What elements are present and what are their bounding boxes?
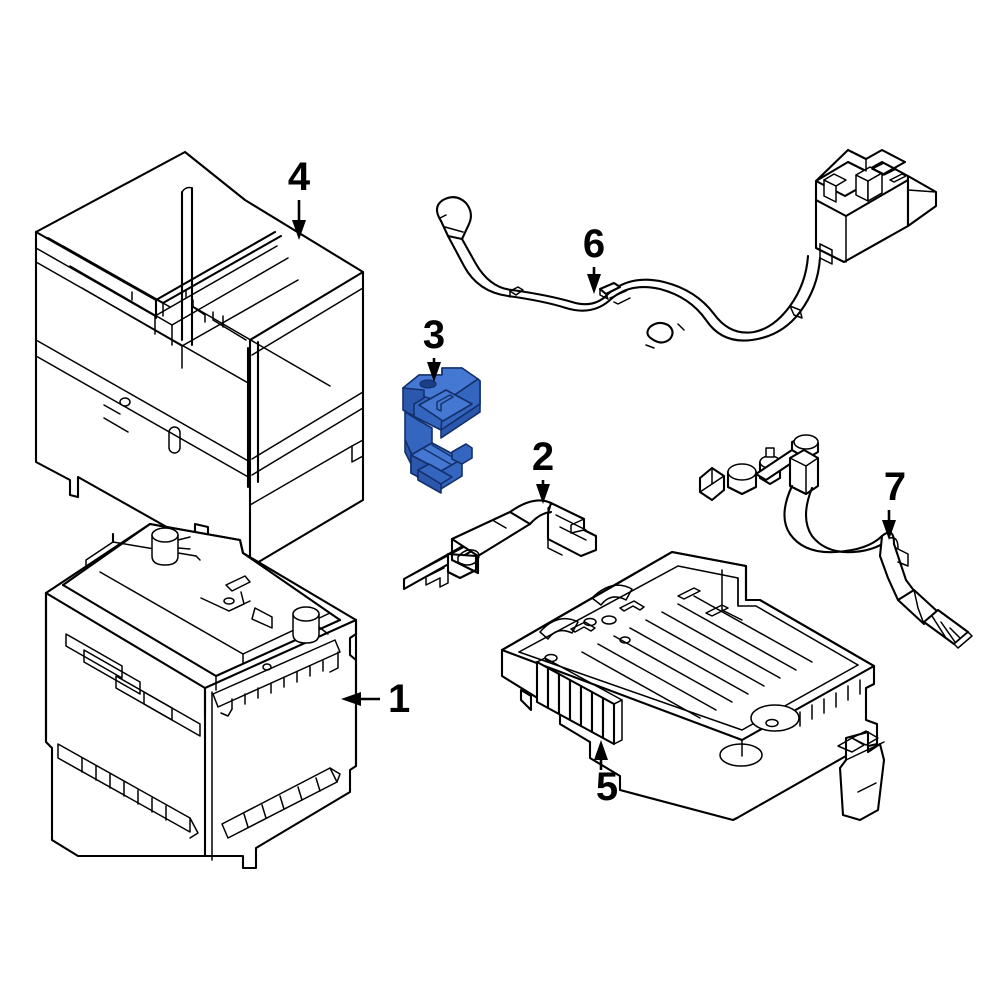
callout-3-number: 3: [423, 313, 445, 357]
callout-2[interactable]: 2: [532, 435, 554, 504]
callout-1[interactable]: 1: [341, 677, 410, 721]
callout-7[interactable]: 7: [882, 465, 906, 540]
callout-7-number: 7: [884, 465, 906, 509]
callout-7-arrowhead: [882, 520, 896, 540]
callout-4-number: 4: [288, 155, 311, 199]
part-5-battery-tray[interactable]: [500, 550, 886, 822]
callout-2-arrowhead: [536, 484, 550, 504]
part-7-negative-battery-cable[interactable]: [698, 434, 973, 649]
callout-6-number: 6: [583, 222, 605, 266]
callout-5[interactable]: 5: [594, 740, 618, 809]
callout-3[interactable]: 3: [423, 313, 445, 382]
part-4-battery-cover-insulator[interactable]: [34, 150, 365, 572]
callout-1-arrowhead: [341, 692, 361, 706]
callout-4[interactable]: 4: [288, 155, 311, 240]
callout-3-arrowhead: [427, 362, 441, 382]
part-3-battery-mounting-bracket[interactable]: [402, 367, 481, 494]
callout-6-arrowhead: [587, 274, 601, 294]
part-2-battery-hold-down-clamp[interactable]: [402, 499, 598, 591]
callout-6[interactable]: 6: [583, 222, 605, 294]
callout-2-number: 2: [532, 435, 554, 479]
part-1-battery[interactable]: [44, 522, 358, 870]
callout-4-arrowhead: [292, 220, 306, 240]
callout-5-number: 5: [596, 765, 618, 809]
callout-5-arrowhead: [594, 740, 608, 760]
part-6-positive-battery-cable[interactable]: [435, 148, 938, 349]
callout-1-number: 1: [388, 677, 410, 721]
